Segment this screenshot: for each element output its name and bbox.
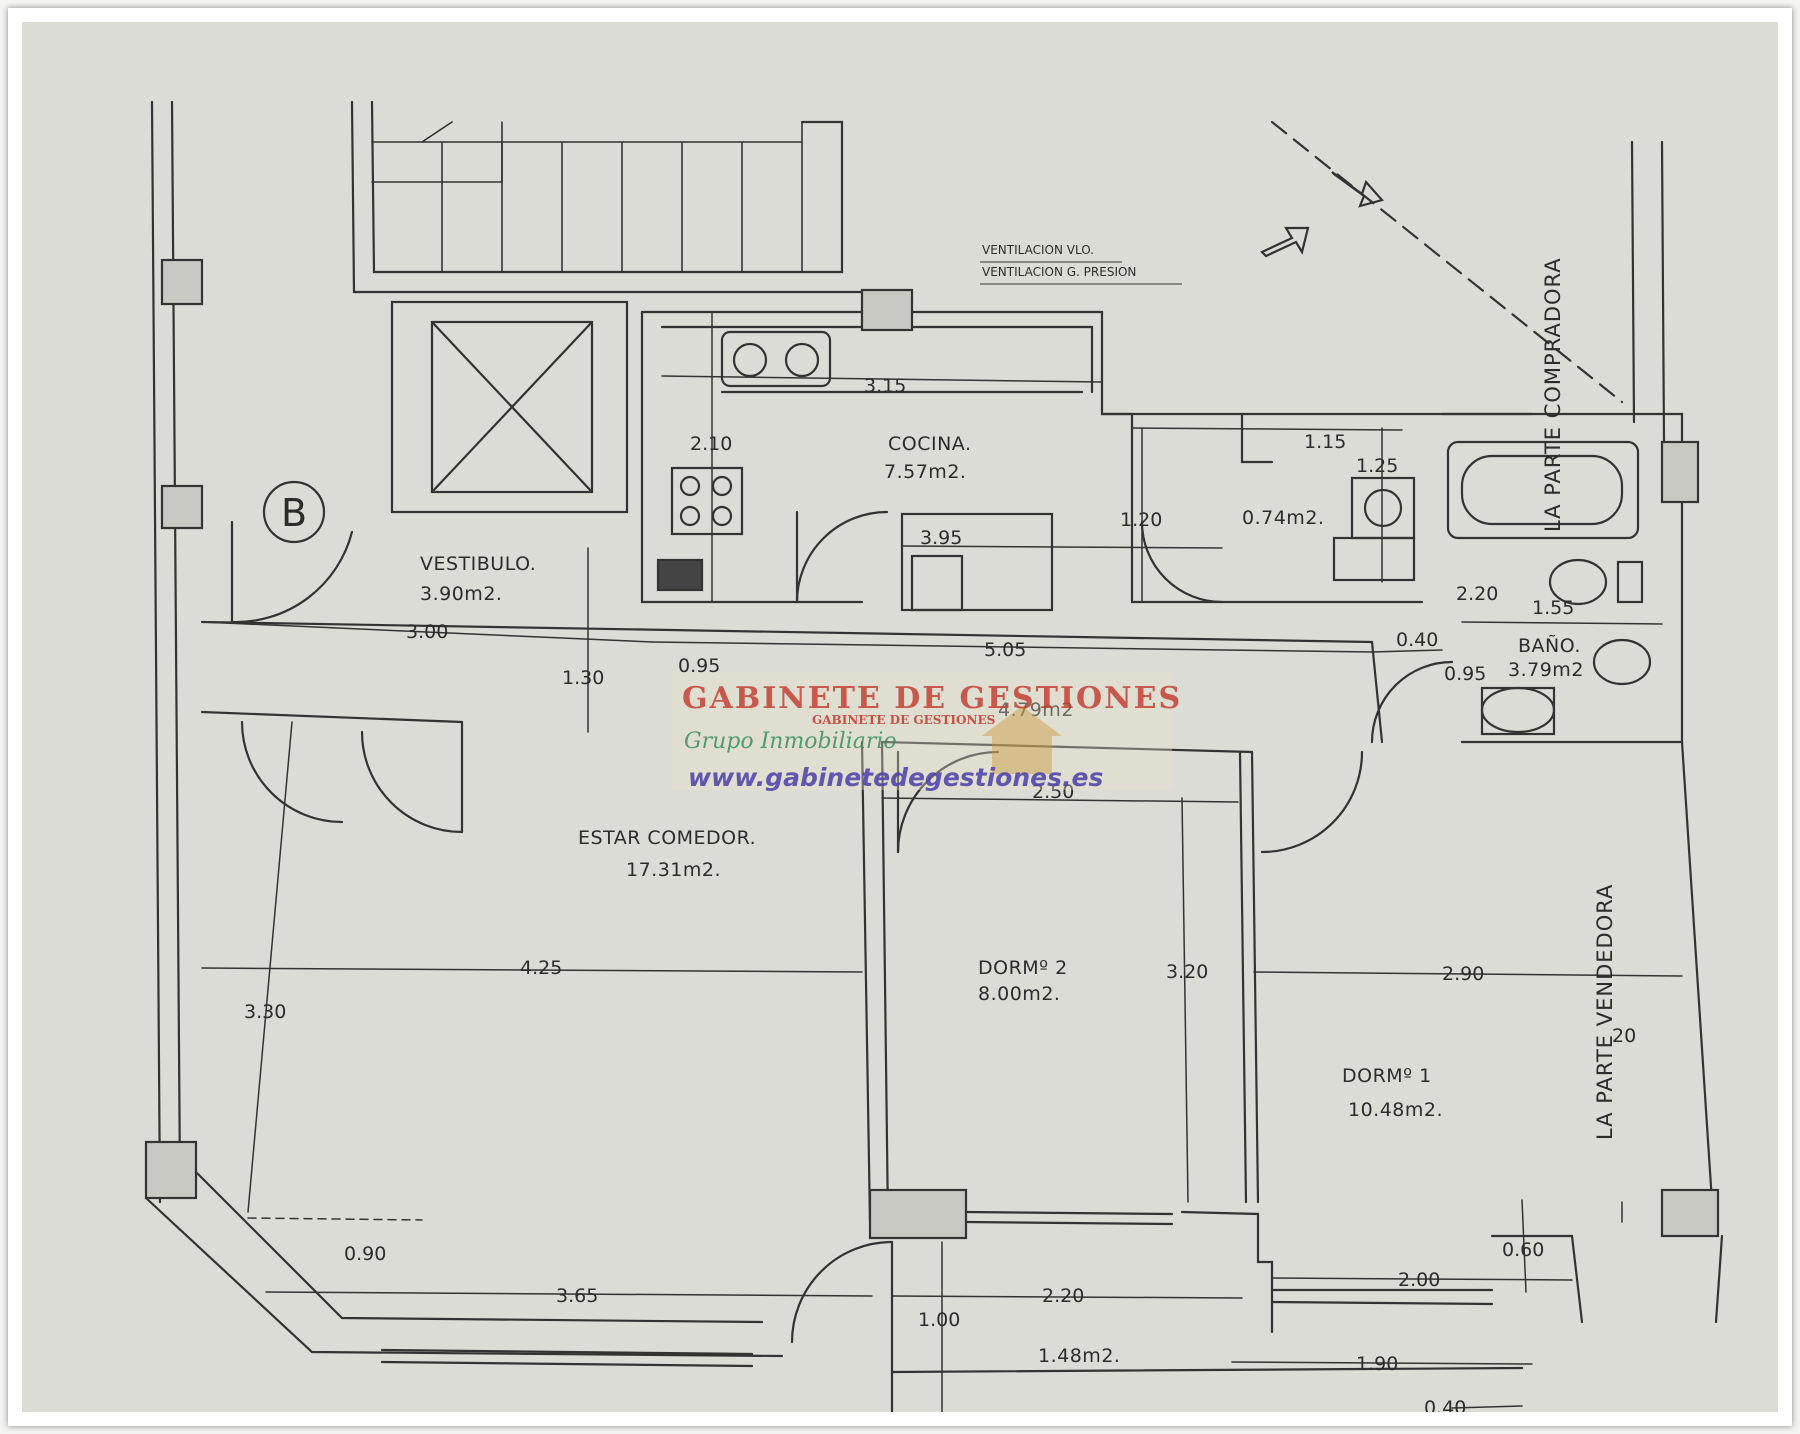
living-room-wall (860, 740, 872, 1224)
dorm2-door-swing (896, 750, 1000, 854)
watermark-subtitle: GABINETE DE GESTIONES (812, 713, 995, 727)
dim-3-20: 3.20 (1166, 961, 1208, 983)
property-line (1270, 120, 1624, 404)
window-dorm2 (964, 1210, 1174, 1216)
north-arrow (1260, 226, 1310, 258)
dim-1-30: 1.30 (562, 667, 604, 689)
washbasin (1480, 686, 1556, 734)
column-right-bottom (1660, 1188, 1720, 1238)
dim-2-20-front: 2.20 (1042, 1285, 1084, 1307)
dim-0-40-a: 0.40 (1396, 629, 1438, 651)
room-area-dorm1: 10.48m2. (1348, 1099, 1443, 1121)
dim-3-00: 3.00 (406, 621, 448, 643)
room-area-terraza: 1.48m2. (1038, 1345, 1120, 1367)
dim-2-50: 2.50 (1032, 781, 1074, 803)
hall-wall (200, 620, 1374, 644)
floor-plan: B COCINA. 7.57m2. VESTIBULO. 3.90m2. EST… (144, 100, 1724, 1412)
dim-1-55: 1.55 (1532, 597, 1574, 619)
room-name-estar: ESTAR COMEDOR. (578, 827, 756, 849)
sink (720, 330, 832, 388)
stair-treads (371, 121, 803, 273)
dim-1-90: 1.90 (1356, 1353, 1398, 1375)
room-area-bano: 3.79m2 (1508, 659, 1584, 681)
photo-frame: B COCINA. 7.57m2. VESTIBULO. 3.90m2. EST… (8, 8, 1792, 1426)
dim-0-90: 0.90 (344, 1243, 386, 1265)
column-front (868, 1188, 968, 1240)
dim-1-15: 1.15 (1304, 431, 1346, 453)
dim-4-25: 4.25 (520, 957, 562, 979)
side-label-compradora: LA PARTE COMPRADORA (1541, 257, 1565, 532)
kitchen-wall-left (640, 310, 864, 604)
bathroom-wall (1440, 412, 1684, 744)
utility-wall (1100, 412, 1424, 604)
dim-20: 20 (1612, 1025, 1636, 1047)
terrace-door-swing (790, 1240, 894, 1344)
right-exterior-wall (1630, 140, 1636, 424)
elevator-car (430, 320, 594, 494)
room-area-estar: 17.31m2. (626, 859, 721, 881)
dim-3-65: 3.65 (556, 1285, 598, 1307)
room-area-vestibulo: 3.90m2. (420, 583, 502, 605)
room-area-cocina: 7.57m2. (884, 461, 966, 483)
stair-outline-inner (370, 100, 844, 274)
room-name-dorm2: DORMº 2 (978, 957, 1068, 979)
entry-door-swing (230, 530, 354, 624)
room-name-dorm1: DORMº 1 (1342, 1065, 1432, 1087)
watermark-title: GABINETE DE GESTIONES (682, 681, 1182, 716)
watermark-url: www.gabinetedegestiones.es (688, 763, 1103, 792)
column-left-top (160, 258, 204, 306)
room-area-dorm2: 8.00m2. (978, 983, 1060, 1005)
corner-wall (144, 1196, 784, 1358)
dim-1-25: 1.25 (1356, 455, 1398, 477)
left-exterior-wall (150, 100, 162, 1204)
bidet (1592, 638, 1652, 686)
washer (1350, 476, 1416, 540)
dim-3-95: 3.95 (920, 527, 962, 549)
dim-2-90: 2.90 (1442, 963, 1484, 985)
kitchen-counter (660, 325, 1094, 394)
dim-5-05: 5.05 (984, 639, 1026, 661)
dim-0-40-b: 0.40 (1424, 1397, 1466, 1412)
dim-0-60: 0.60 (1502, 1239, 1544, 1261)
watermark-house-logo (982, 706, 1062, 774)
watermark: GABINETE DE GESTIONES GABINETE DE GESTIO… (672, 672, 1182, 792)
toilet (1548, 558, 1608, 606)
dim-3-15: 3.15 (864, 375, 906, 397)
note-ventilacion-2: VENTILACION G. PRESION (982, 265, 1136, 279)
room-area-pasillo: 4.79m2 (998, 699, 1074, 721)
side-label-vendedora: LA PARTE VENDEDORA (1593, 884, 1617, 1140)
column-left-mid (160, 484, 204, 530)
stove (670, 466, 744, 536)
stair-marker-circle (262, 480, 326, 544)
laundry-sink (1332, 536, 1416, 582)
corner-wall-inner (194, 1170, 764, 1324)
stair-outline (350, 100, 864, 294)
dim-2-20-bath: 2.20 (1456, 583, 1498, 605)
column-left-bottom (144, 1140, 198, 1200)
dorm1-door-swing (1260, 750, 1364, 854)
room-name-bano: BAÑO. (1518, 634, 1581, 657)
dimension-lines (201, 311, 1683, 1412)
note-ventilacion-1: VENTILACION VLO. (982, 243, 1094, 257)
watermark-group: Grupo Inmobiliario (684, 729, 897, 754)
floor-plan-paper: B COCINA. 7.57m2. VESTIBULO. 3.90m2. EST… (22, 22, 1778, 1412)
dim-2-00: 2.00 (1398, 1269, 1440, 1291)
bathtub (1446, 440, 1640, 540)
dorm2-wall (880, 740, 1260, 1204)
elevator-shaft (390, 300, 629, 514)
room-name-cocina: COCINA. (888, 433, 972, 455)
room-area-lavadero: 0.74m2. (1242, 507, 1324, 529)
window-living (380, 1348, 754, 1356)
dim-0-95-b: 0.95 (1444, 663, 1486, 685)
room-name-vestibulo: VESTIBULO. (420, 553, 536, 575)
dim-3-30: 3.30 (244, 1001, 286, 1023)
dim-0-95-a: 0.95 (678, 655, 720, 677)
dim-1-00: 1.00 (918, 1309, 960, 1331)
dim-2-10: 2.10 (690, 433, 732, 455)
kitchen-door-swing (795, 510, 889, 604)
stair-marker-label: B (281, 491, 307, 535)
dim-1-20: 1.20 (1120, 509, 1162, 531)
